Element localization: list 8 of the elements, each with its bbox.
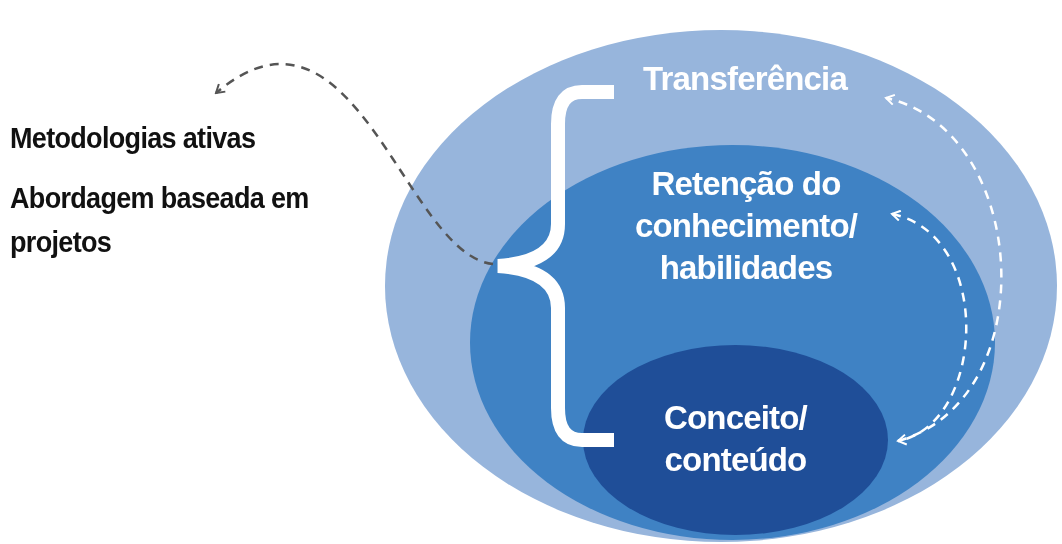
ellipse-label: Conceito/ conteúdo — [663, 398, 809, 480]
text-item: Metodologias ativas — [10, 120, 257, 157]
ellipse-label: Transferência — [642, 59, 849, 99]
text-item: Abordagem baseada em projetos — [10, 180, 310, 261]
dashed-arrow — [885, 95, 1003, 443]
ellipse-label: Retenção do conhecimento/ habilidades — [633, 164, 859, 288]
dashed-arrow — [891, 211, 968, 444]
dashed-arrow — [215, 62, 494, 266]
